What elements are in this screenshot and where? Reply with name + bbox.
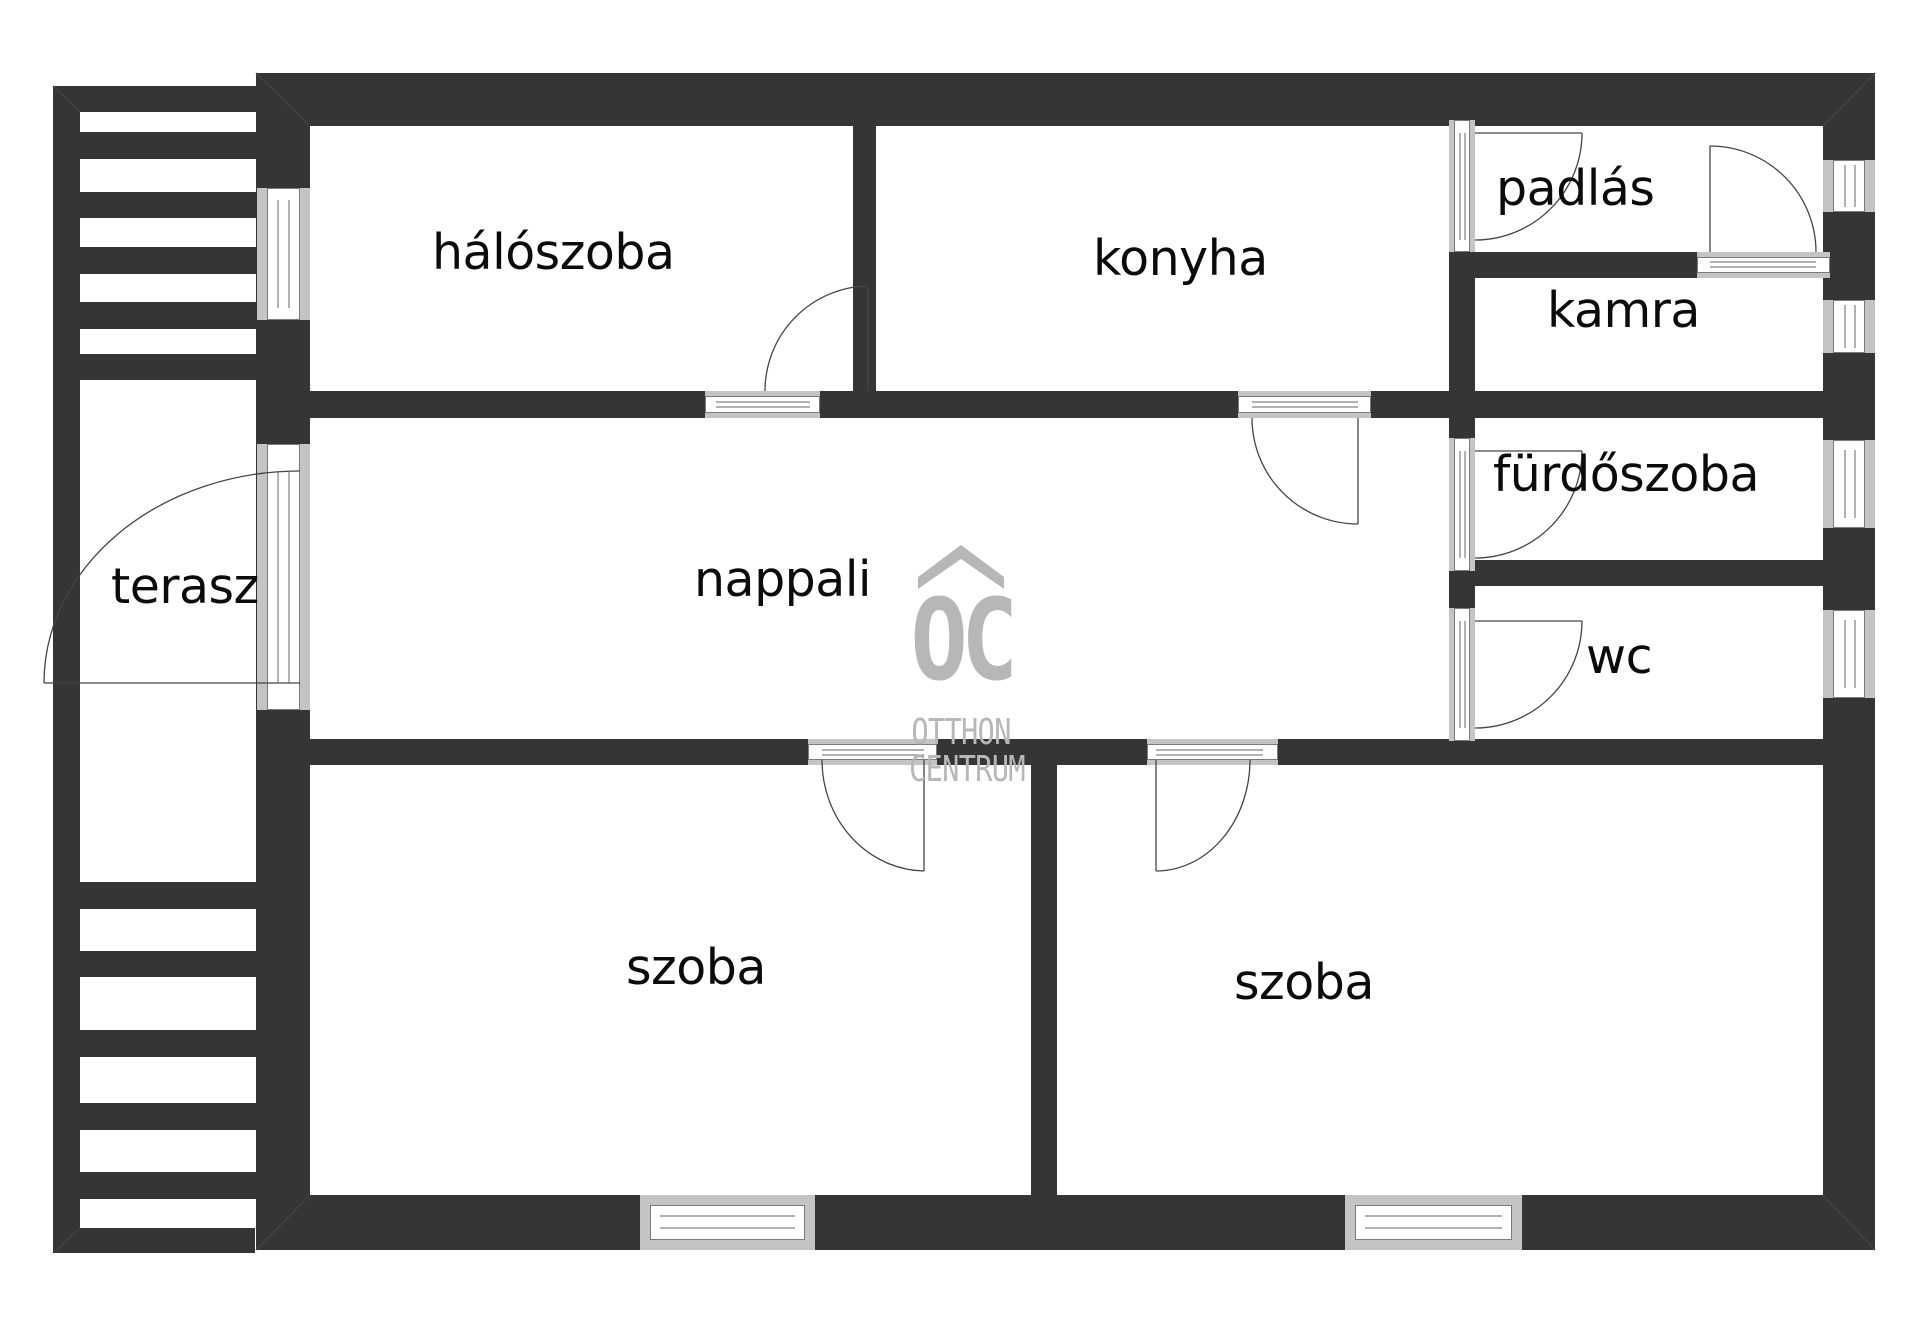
terrace-step (80, 951, 258, 977)
door-sill-konyha (1238, 396, 1371, 413)
wall-szoba-szoba (1031, 760, 1057, 1200)
room-label-padlas: padlás (1496, 160, 1655, 217)
door-sill-szoba2 (1147, 744, 1278, 760)
door-sill-kamra (1697, 257, 1830, 273)
window-padlas-pane (1833, 160, 1865, 212)
room-label-kamra: kamra (1547, 282, 1700, 339)
logo-line-centrum: CENTRUM (909, 749, 1026, 790)
door-sill-terasz (267, 444, 300, 710)
wall-row2-bottom (300, 739, 1830, 765)
wall-konyha-padlas (1449, 250, 1475, 440)
room-label-furdo: fürdőszoba (1493, 446, 1760, 503)
otthon-centrum-logo: OC OTTHON CENTRUM (896, 545, 1026, 790)
logo-mark: OC (910, 576, 1018, 706)
terrace-step (80, 302, 258, 329)
room-label-halo: hálószoba (432, 224, 675, 281)
window-szoba1-pane (650, 1205, 805, 1240)
door-sill-szoba1 (808, 744, 937, 760)
wall-halo-konyha (853, 120, 876, 410)
wall-padlas-kamra (1449, 252, 1697, 278)
terrace-step (80, 1030, 258, 1057)
wall-furdo-wc-left (1449, 570, 1475, 608)
outer-wall-top (256, 73, 1875, 126)
terrace-step (80, 192, 258, 218)
logo-line-otthon: OTTHON (911, 712, 1011, 753)
room-label-szoba-2: szoba (1234, 954, 1374, 1011)
window-halo-pane (267, 188, 300, 320)
room-label-konyha: konyha (1093, 230, 1268, 287)
terrace-step (80, 132, 258, 159)
room-label-szoba-1: szoba (626, 939, 766, 996)
wall-row1-bottom (300, 391, 1830, 418)
door-sill-halo (705, 396, 820, 413)
window-szoba2-pane (1355, 1205, 1512, 1240)
wall-furdo-side-top (1449, 410, 1475, 438)
door-sill-padlas (1454, 120, 1470, 252)
room-label-wc: wc (1586, 628, 1653, 685)
roof-chevron-icon (918, 545, 1004, 589)
terrace-step (80, 1172, 258, 1199)
terrace-outer-left-wall (53, 86, 80, 1253)
room-label-nappali: nappali (694, 551, 872, 608)
window-wc-pane (1833, 610, 1865, 698)
room-label-terasz: terasz (111, 558, 259, 615)
outer-wall-bottom (256, 1195, 1875, 1250)
terrace-top-rail (53, 86, 258, 112)
terrace-step (80, 354, 258, 380)
terrace-step (80, 882, 258, 909)
terrace-bottom-rail (53, 1228, 255, 1253)
terrace-step (80, 247, 258, 274)
window-furdo-pane (1833, 440, 1865, 528)
wall-furdo-wc (1475, 560, 1825, 586)
terrace-step (80, 1103, 258, 1130)
door-sill-wc (1454, 608, 1470, 741)
window-kamra-pane (1833, 300, 1865, 353)
door-sill-furdo (1454, 438, 1470, 571)
